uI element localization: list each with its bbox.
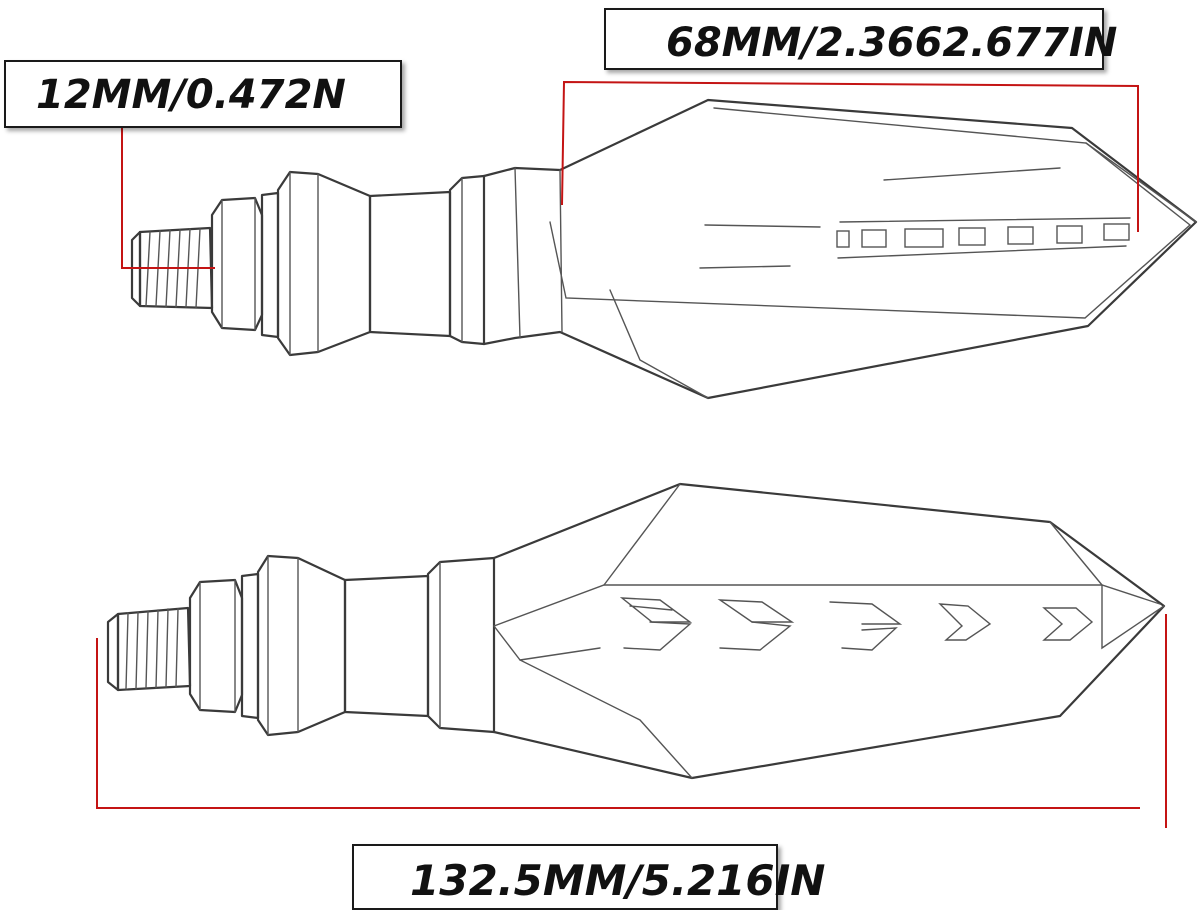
bottom-lens-housing <box>492 482 1166 780</box>
bottom-stem <box>343 574 430 718</box>
total-length-dimension-line <box>96 614 1167 828</box>
lens-length-label: 68MM/2.3662.677IN <box>604 8 1117 70</box>
thread-dimension-line <box>121 118 215 269</box>
turn-signal-bottom-view <box>106 482 1166 780</box>
dimension-lines <box>96 80 1167 828</box>
bottom-flange <box>426 556 496 734</box>
thread-size-label: 12MM/0.472N <box>4 60 402 128</box>
bottom-threaded-stud <box>106 606 192 692</box>
top-collar <box>276 170 372 357</box>
bottom-hex-nut <box>188 578 244 714</box>
top-led-strip <box>836 223 1130 248</box>
turn-signal-top-view <box>130 98 1198 400</box>
lens-length-dimension-line <box>561 80 1139 232</box>
bottom-arrow-chevrons <box>619 597 1094 651</box>
bottom-washer <box>240 572 260 720</box>
total-length-label: 132.5MM/5.216IN <box>352 844 825 910</box>
top-stem <box>368 190 452 338</box>
bottom-collar <box>256 554 347 737</box>
top-washer <box>260 191 280 339</box>
top-flange <box>448 174 486 346</box>
